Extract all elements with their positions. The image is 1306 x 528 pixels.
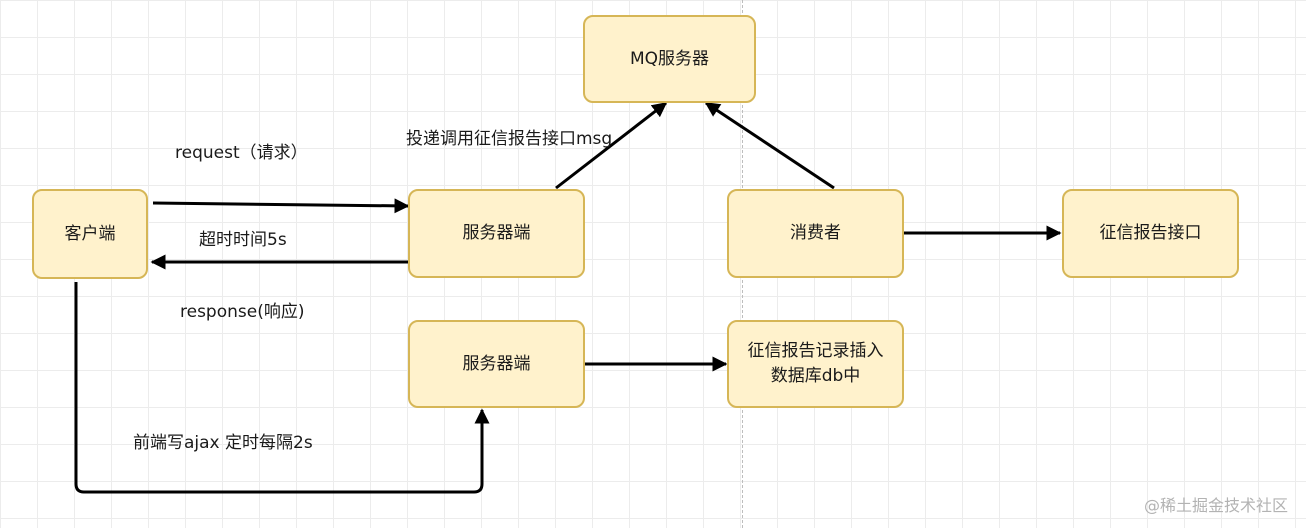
deliver-arrow[interactable]	[555, 101, 668, 190]
db-insert-node[interactable]: 征信报告记录插入 数据库db中	[727, 320, 904, 408]
server-label: 服务器端	[462, 223, 531, 244]
timeout-label: 超时时间5s	[199, 230, 287, 250]
mq-server-label: MQ服务器	[629, 48, 710, 69]
server-node[interactable]: 服务器端	[408, 189, 585, 278]
request-arrow[interactable]	[152, 198, 410, 214]
deliver-label: 投递调用征信报告接口msg	[406, 129, 613, 149]
consume-arrow[interactable]	[704, 101, 835, 190]
server-secondary-label: 服务器端	[462, 353, 531, 374]
client-node[interactable]: 客户端	[32, 189, 148, 279]
db-insert-label-line1: 征信报告记录插入	[747, 341, 884, 362]
response-label: response(响应)	[180, 302, 305, 322]
db-insert-label-line2: 数据库db中	[770, 366, 861, 386]
db-insert-label: 征信报告记录插入 数据库db中	[748, 339, 884, 388]
consumer-label: 消费者	[790, 223, 841, 244]
polling-label: 前端写ajax 定时每隔2s	[133, 433, 313, 453]
request-label: request（请求）	[175, 143, 308, 163]
mq-server-node[interactable]: MQ服务器	[583, 15, 756, 103]
client-label: 客户端	[64, 223, 116, 244]
credit-report-api-label: 征信报告接口	[1099, 223, 1202, 244]
polling-arrow[interactable]	[74, 282, 490, 494]
credit-report-api-node[interactable]: 征信报告接口	[1062, 189, 1239, 278]
watermark: @稀土掘金技术社区	[1143, 496, 1288, 515]
consumer-node[interactable]: 消费者	[727, 189, 904, 278]
server-secondary-node[interactable]: 服务器端	[408, 320, 585, 408]
